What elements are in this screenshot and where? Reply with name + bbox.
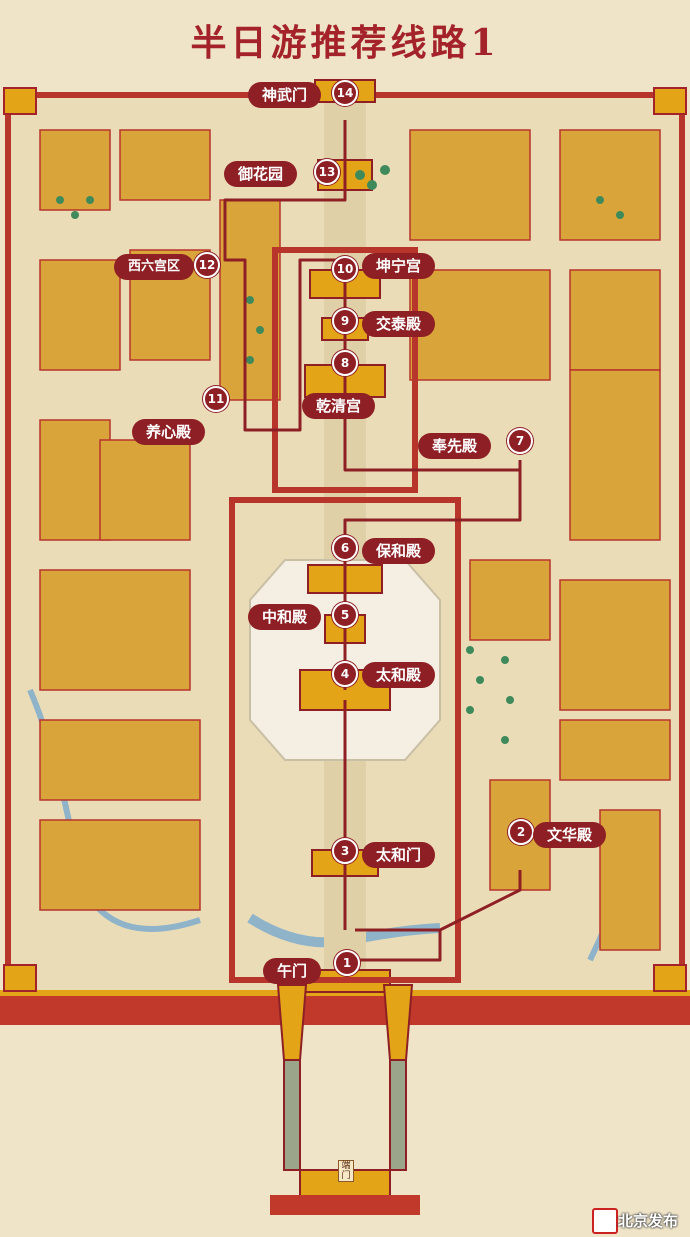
page-title: 半日游推荐线路1 — [190, 22, 500, 64]
stop-badge-12[interactable]: 12 — [194, 252, 220, 278]
stop-badge-2[interactable]: 2 — [508, 819, 534, 845]
stop-label-8[interactable]: 乾清宫 — [302, 393, 376, 419]
stop-badge-14[interactable]: 14 — [332, 80, 358, 106]
stop-label-10[interactable]: 坤宁宫 — [362, 253, 436, 279]
stop-label-13[interactable]: 御花园 — [224, 161, 298, 187]
stop-label-4[interactable]: 太和殿 — [362, 662, 436, 688]
stop-badge-8[interactable]: 8 — [332, 350, 358, 376]
stop-badge-6[interactable]: 6 — [332, 535, 358, 561]
stop-label-9[interactable]: 交泰殿 — [362, 311, 436, 337]
south-wall — [0, 995, 690, 1025]
stop-label-14[interactable]: 神武门 — [248, 82, 322, 108]
stop-badge-9[interactable]: 9 — [332, 308, 358, 334]
stop-label-6[interactable]: 保和殿 — [362, 538, 436, 564]
stop-label-12[interactable]: 西六宫区 — [114, 254, 195, 280]
stop-badge-1[interactable]: 1 — [334, 950, 360, 976]
watermark-text: 北京发布 — [618, 1212, 679, 1230]
stop-label-11[interactable]: 养心殿 — [132, 419, 206, 445]
stop-badge-4[interactable]: 4 — [332, 661, 358, 687]
stop-label-7[interactable]: 奉先殿 — [418, 433, 492, 459]
stop-badge-10[interactable]: 10 — [332, 256, 358, 282]
stop-label-1[interactable]: 午门 — [263, 958, 322, 984]
stop-label-2[interactable]: 文华殿 — [533, 822, 607, 848]
route-path — [223, 120, 522, 962]
stop-label-5[interactable]: 中和殿 — [248, 604, 322, 630]
weibo-logo-icon — [592, 1208, 618, 1234]
corner-towers — [3, 87, 687, 992]
stop-label-3[interactable]: 太和门 — [362, 842, 436, 868]
duanmen-label: 端门 — [338, 1160, 354, 1182]
stop-badge-3[interactable]: 3 — [332, 838, 358, 864]
east-buildings — [409, 129, 671, 951]
stop-badge-13[interactable]: 13 — [314, 159, 340, 185]
stop-badge-11[interactable]: 11 — [203, 386, 229, 412]
stop-badge-5[interactable]: 5 — [332, 602, 358, 628]
stop-badge-7[interactable]: 7 — [507, 428, 533, 454]
outer-gates — [276, 984, 414, 1201]
